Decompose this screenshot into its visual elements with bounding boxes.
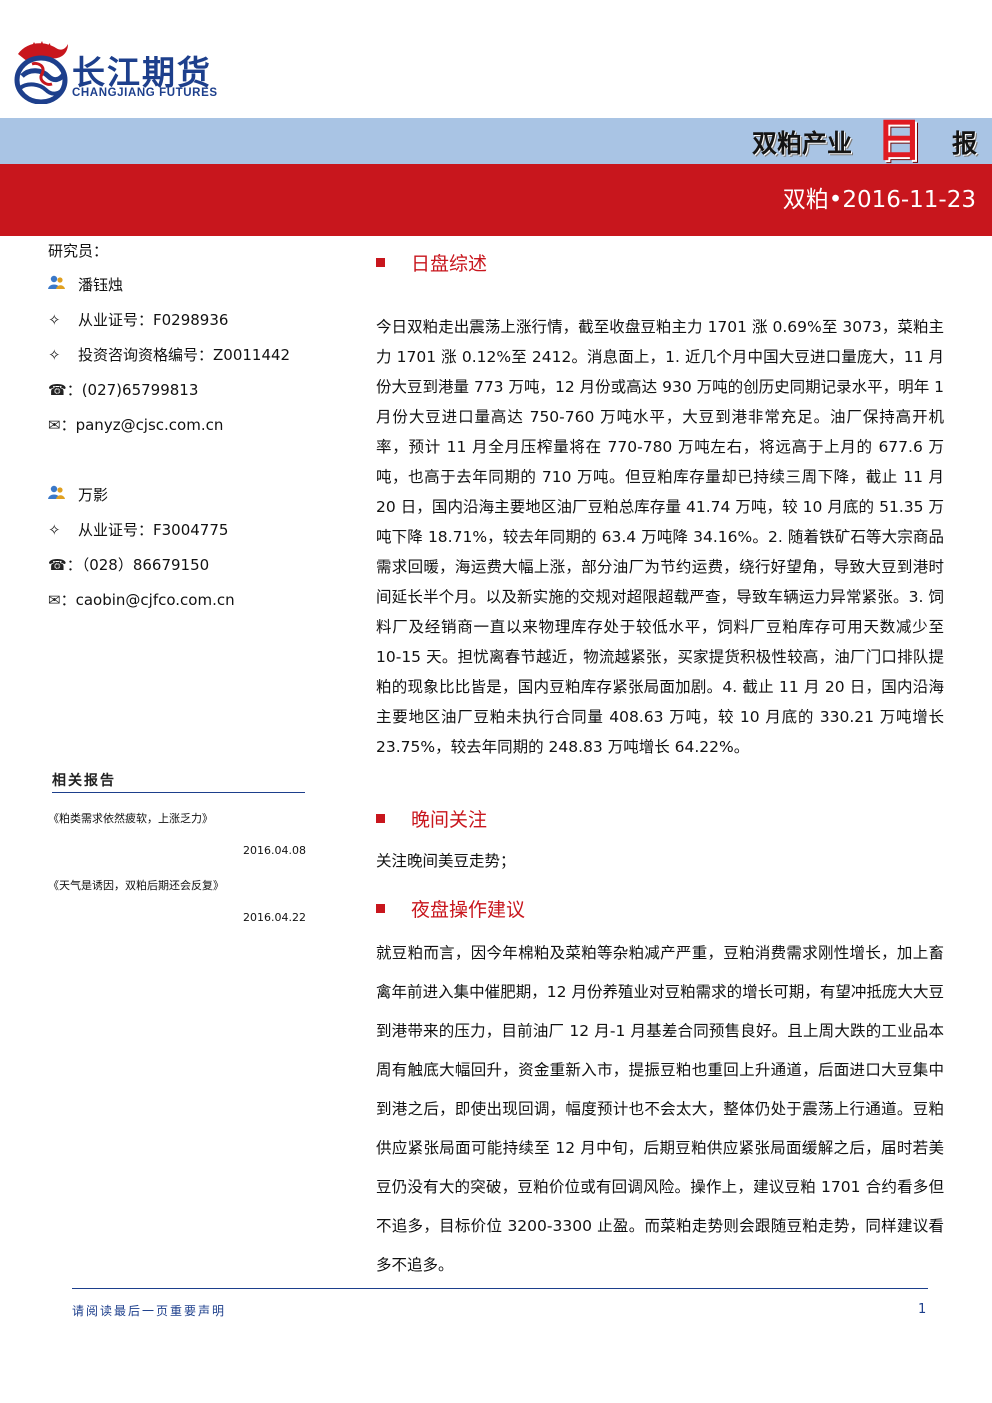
diamond-star-icon: ✧ bbox=[48, 521, 61, 539]
report-title-suffix: 报 bbox=[952, 129, 978, 158]
night-advice-body: 就豆粕而言，因今年棉粕及菜粕等杂粕减产严重，豆粕消费需求刚性增长，加上畜禽年前进… bbox=[376, 944, 944, 1274]
analyst-email-row: ✉：panyz@cjsc.com.cn bbox=[48, 414, 223, 436]
square-bullet-icon bbox=[376, 258, 385, 267]
email-label: ： bbox=[60, 591, 76, 609]
footer-disclaimer-note: 请阅读最后一页重要声明 bbox=[72, 1304, 227, 1318]
analyst-name-row: 万影 bbox=[48, 484, 108, 506]
page-number: 1 bbox=[918, 1302, 927, 1317]
related-report-date: 2016.04.08 bbox=[243, 844, 306, 857]
analyst-name-row: 潘钰烛 bbox=[48, 274, 123, 296]
related-report-title[interactable]: 《粕类需求依然疲软，上涨乏力》 bbox=[48, 812, 213, 825]
analyst-email-row: ✉：caobin@cjfco.com.cn bbox=[48, 589, 235, 611]
analyst-consult-cert-row: ✧ 投资咨询资格编号：Z0011442 bbox=[48, 344, 290, 366]
analyst-phone: （028）86679150 bbox=[81, 556, 210, 574]
diamond-star-icon: ✧ bbox=[48, 346, 61, 364]
researcher-heading: 研究员： bbox=[48, 242, 109, 260]
logo-name-en: CHANGJIANG FUTURES bbox=[72, 87, 218, 99]
analyst-consult-cert: 投资咨询资格编号：Z0011442 bbox=[78, 346, 291, 364]
company-logo: 长江期货 CHANGJIANG FUTURES bbox=[12, 40, 252, 106]
logo-name-cn: 长江期货 bbox=[72, 53, 212, 92]
section-heading-day-summary: 日盘综述 bbox=[376, 251, 487, 277]
report-date: 双粕•2016-11-23 bbox=[782, 187, 976, 213]
title-band bbox=[0, 118, 992, 164]
phone-icon: ☎ bbox=[48, 381, 67, 399]
day-summary-body: 今日双粕走出震荡上涨行情，截至收盘豆粕主力 1701 涨 0.69%至 3073… bbox=[376, 318, 944, 756]
analyst-phone: (027)65799813 bbox=[81, 381, 199, 399]
analyst-email[interactable]: caobin@cjfco.com.cn bbox=[75, 591, 235, 609]
phone-label: ： bbox=[66, 381, 82, 399]
analyst-cert: 从业证号：F3004775 bbox=[78, 521, 229, 539]
square-bullet-icon bbox=[376, 814, 385, 823]
section-heading-night-advice: 夜盘操作建议 bbox=[376, 897, 525, 923]
report-title-daily-glyph: 日 bbox=[876, 113, 922, 167]
envelope-icon: ✉ bbox=[48, 416, 61, 434]
analyst-name: 潘钰烛 bbox=[78, 276, 124, 294]
phone-icon: ☎ bbox=[48, 556, 67, 574]
analyst-email[interactable]: panyz@cjsc.com.cn bbox=[75, 416, 224, 434]
analyst-cert-row: ✧ 从业证号：F0298936 bbox=[48, 309, 228, 331]
analyst-cert-row: ✧ 从业证号：F3004775 bbox=[48, 519, 228, 541]
dragon-emblem-icon bbox=[14, 41, 68, 104]
person-icon bbox=[48, 484, 78, 506]
analyst-cert: 从业证号：F0298936 bbox=[78, 311, 229, 329]
related-report-date: 2016.04.22 bbox=[243, 911, 306, 924]
date-band bbox=[0, 164, 992, 236]
envelope-icon: ✉ bbox=[48, 591, 61, 609]
section-heading-evening-watch: 晚间关注 bbox=[376, 807, 487, 833]
related-report-title[interactable]: 《天气是诱因，双粕后期还会反复》 bbox=[48, 879, 224, 892]
footer-divider bbox=[72, 1288, 928, 1289]
related-reports-heading: 相关报告 bbox=[52, 770, 305, 793]
diamond-star-icon: ✧ bbox=[48, 311, 61, 329]
analyst-phone-row: ☎：(027)65799813 bbox=[48, 379, 198, 401]
report-title: 双粕产业 bbox=[752, 129, 853, 158]
evening-watch-body: 关注晚间美豆走势； bbox=[376, 852, 516, 870]
analyst-phone-row: ☎：（028）86679150 bbox=[48, 554, 209, 576]
square-bullet-icon bbox=[376, 904, 385, 913]
phone-label: ： bbox=[66, 556, 82, 574]
email-label: ： bbox=[60, 416, 76, 434]
analyst-name: 万影 bbox=[78, 486, 109, 504]
person-icon bbox=[48, 274, 78, 296]
